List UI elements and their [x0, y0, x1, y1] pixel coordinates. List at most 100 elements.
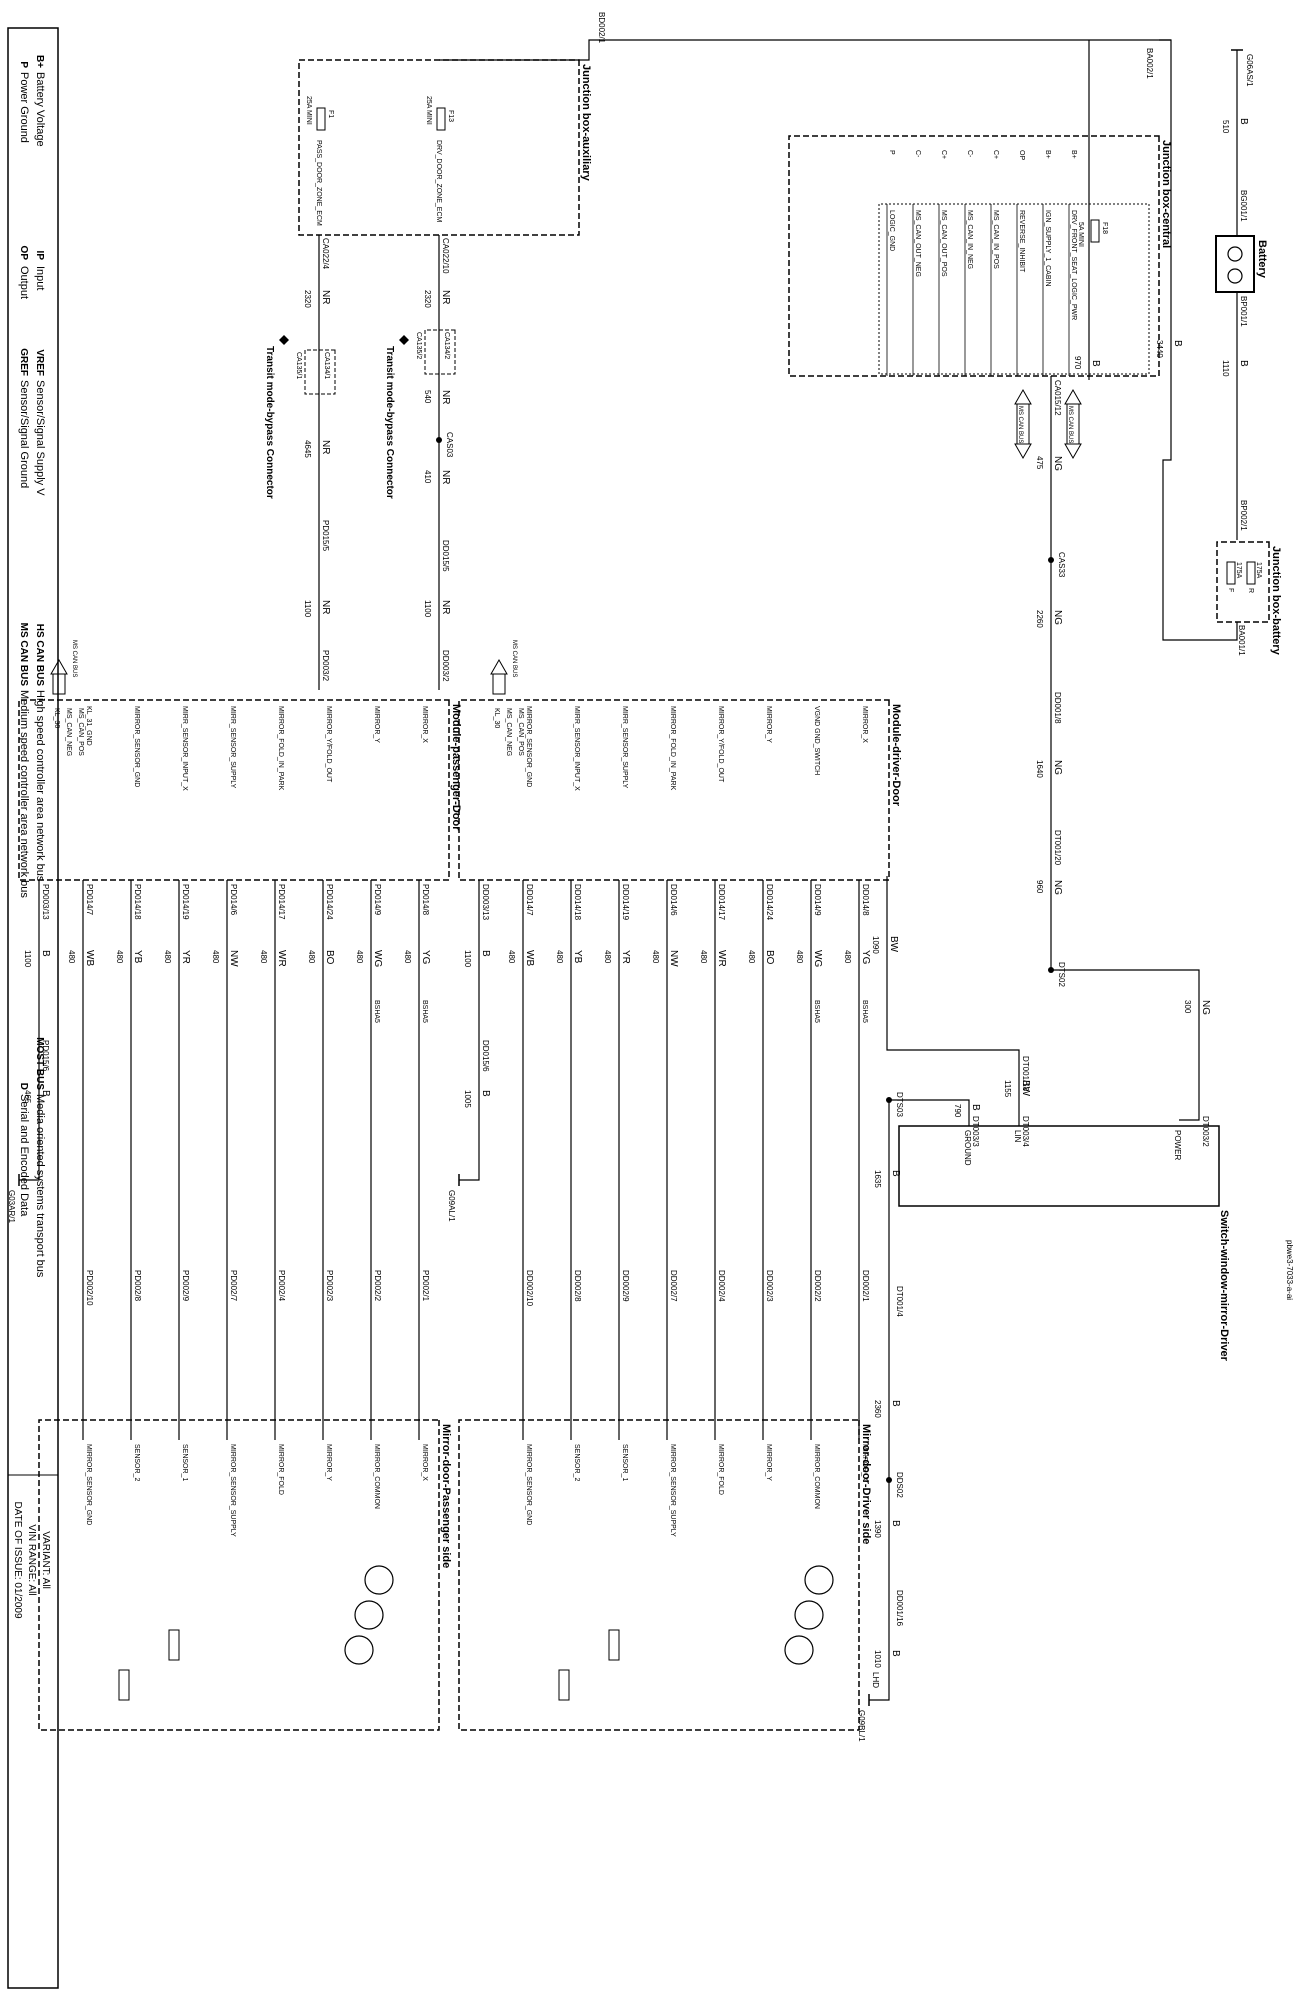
- legend-desc: Serial and Encoded Data: [18, 1094, 30, 1217]
- wire-color: NR: [320, 440, 331, 454]
- connector-label: PD014/9: [373, 884, 382, 916]
- module-pin: MIRROR_Y/FOLD_OUT: [717, 706, 724, 783]
- connector-label: DD014/17: [717, 884, 726, 921]
- wire-gauge: 480: [699, 950, 708, 964]
- variant-text: VARIANT: All: [40, 1531, 51, 1589]
- legend-desc: Battery Voltage: [34, 72, 46, 147]
- switch-pin: POWER: [1173, 1130, 1182, 1160]
- wire-gauge: 480: [603, 950, 612, 964]
- transit-connector-driver: [424, 329, 456, 375]
- jb-central-pin-type: C-: [914, 150, 921, 158]
- legend-abbr: GREF: [18, 348, 29, 376]
- ms-can-bus-passenger-module: MS CAN BUS: [50, 640, 77, 695]
- bus-arrow: [490, 658, 508, 675]
- connector-label: PD002/8: [133, 1270, 142, 1302]
- connector-label: DD001/16: [895, 1590, 904, 1627]
- ms-can-bus-driver-module: MS CAN BUS: [490, 640, 517, 695]
- wire-gauge: 300: [1183, 1000, 1192, 1014]
- legend-desc: Power Ground: [18, 72, 30, 143]
- connector-label: DD002/1: [861, 1270, 870, 1302]
- connector-label: DD003/13: [481, 884, 490, 921]
- connector-label: DT003/4: [1021, 1116, 1030, 1147]
- wire-color: WR: [716, 950, 727, 967]
- module-pin: MIRROR_Y: [373, 706, 380, 743]
- connector-label: DTS03: [895, 1092, 904, 1117]
- wire-gauge: 1155: [1003, 1080, 1012, 1098]
- connector-label: PD002/7: [229, 1270, 238, 1302]
- wire-color: B: [1172, 340, 1183, 347]
- battery-body: [1215, 235, 1255, 293]
- fuse-id: F1: [327, 110, 334, 118]
- vin-range-text: VIN RANGE: All: [26, 1524, 37, 1595]
- connector-label: PD002/3: [325, 1270, 334, 1302]
- wire-color: YG: [860, 950, 871, 965]
- wire-color: NG: [1052, 456, 1063, 471]
- jb-aux-pin: PASS_DOOR_ZONE_ECM: [315, 140, 322, 226]
- connector-label: DD002/10: [525, 1270, 534, 1307]
- connector-label: DD014/8: [861, 884, 870, 916]
- connector-label: DD014/24: [765, 884, 774, 921]
- fuse-f1: [316, 107, 326, 131]
- connector-label: CA022/10: [441, 238, 450, 274]
- bus-arrow-body: [492, 673, 506, 695]
- wire-gauge: 1100: [463, 950, 472, 968]
- fuse-id: R: [1247, 588, 1254, 593]
- fuse-r: [1246, 561, 1256, 585]
- page-code: pbwe3-7033-a-ai: [1285, 1240, 1294, 1300]
- wire-code: BSHA5: [421, 1000, 428, 1023]
- position-sensor: [558, 1669, 570, 1701]
- ms-can-bus-arrow-1: MS CAN BUS: [1064, 388, 1082, 460]
- connector-label: DD015/5: [441, 540, 450, 572]
- position-sensor: [118, 1669, 130, 1701]
- module-pin: MIRROR_SENSOR_GND: [525, 706, 532, 787]
- legend-abbr: OP: [18, 246, 29, 261]
- wire-gauge: 480: [67, 950, 76, 964]
- wire-gauge: 410: [423, 470, 432, 484]
- wire-color: NG: [1052, 610, 1063, 625]
- bus-arrow: [1014, 443, 1032, 460]
- fuse-f18: [1090, 219, 1100, 243]
- mirror-pin: SENSOR_1: [621, 1444, 628, 1481]
- wire-color: YR: [180, 950, 191, 964]
- legend-abbr: P: [18, 61, 29, 68]
- legend-desc: Output: [18, 266, 30, 299]
- connector-label: DD002/7: [669, 1270, 678, 1302]
- wire-gauge: 480: [795, 950, 804, 964]
- wire-color: B: [40, 1090, 51, 1097]
- module-can-pin: MS_CAN_NEG: [65, 708, 72, 756]
- driver-mirror-label: Mirror-door-Driver side: [860, 1424, 872, 1544]
- connector-label: BG001/1: [1239, 190, 1248, 222]
- jb-central-pin-type: OP: [1018, 150, 1025, 160]
- wire-bplus-feed: [439, 39, 1171, 61]
- battery-neg-terminal: [1227, 246, 1243, 262]
- switch-window-mirror: Switch-window-mirror-Driver POWER LIN GR…: [898, 1125, 1230, 1362]
- module-pin: MIRR_SENSOR_SUPPLY: [229, 706, 236, 789]
- wire-color: B: [40, 950, 51, 957]
- wire-gauge: 1100: [423, 600, 432, 618]
- wire-gauge: 1100: [23, 950, 32, 968]
- wire-code: BSHA5: [861, 1000, 868, 1023]
- wire-color: NR: [440, 470, 451, 484]
- mirror-door-driver: Mirror-door-Driver side: [458, 1419, 872, 1731]
- wire-color: NG: [1052, 760, 1063, 775]
- connector-label: DTS02: [1057, 962, 1066, 987]
- mirror-motor: [804, 1565, 834, 1595]
- wire-gauge: 510: [1221, 120, 1230, 134]
- wire-color: YG: [420, 950, 431, 965]
- module-passenger-door: Module-passenger-Door: [18, 699, 462, 881]
- legend-abbr: B+: [34, 55, 45, 68]
- module-pin: MIRROR_FOLD_IN_PARK: [669, 706, 676, 791]
- transit-label: Transit mode-bypass Connector: [264, 346, 275, 499]
- jb-central-label: Junction box-central: [1160, 140, 1172, 248]
- connector-label: G06AS/1: [1245, 54, 1254, 87]
- mirror-motor: [784, 1635, 814, 1665]
- splice-dot: [436, 437, 442, 443]
- module-can-pin: KL_30: [493, 708, 500, 728]
- wire-color: YB: [132, 950, 143, 964]
- bus-label: MS CAN BUS: [1017, 406, 1023, 443]
- wire-gauge: 1640: [1035, 760, 1044, 778]
- connector-label: DD001/8: [1053, 692, 1062, 724]
- module-pin: MIRROR_FOLD_IN_PARK: [277, 706, 284, 791]
- wire-gauge: 2260: [1035, 610, 1044, 628]
